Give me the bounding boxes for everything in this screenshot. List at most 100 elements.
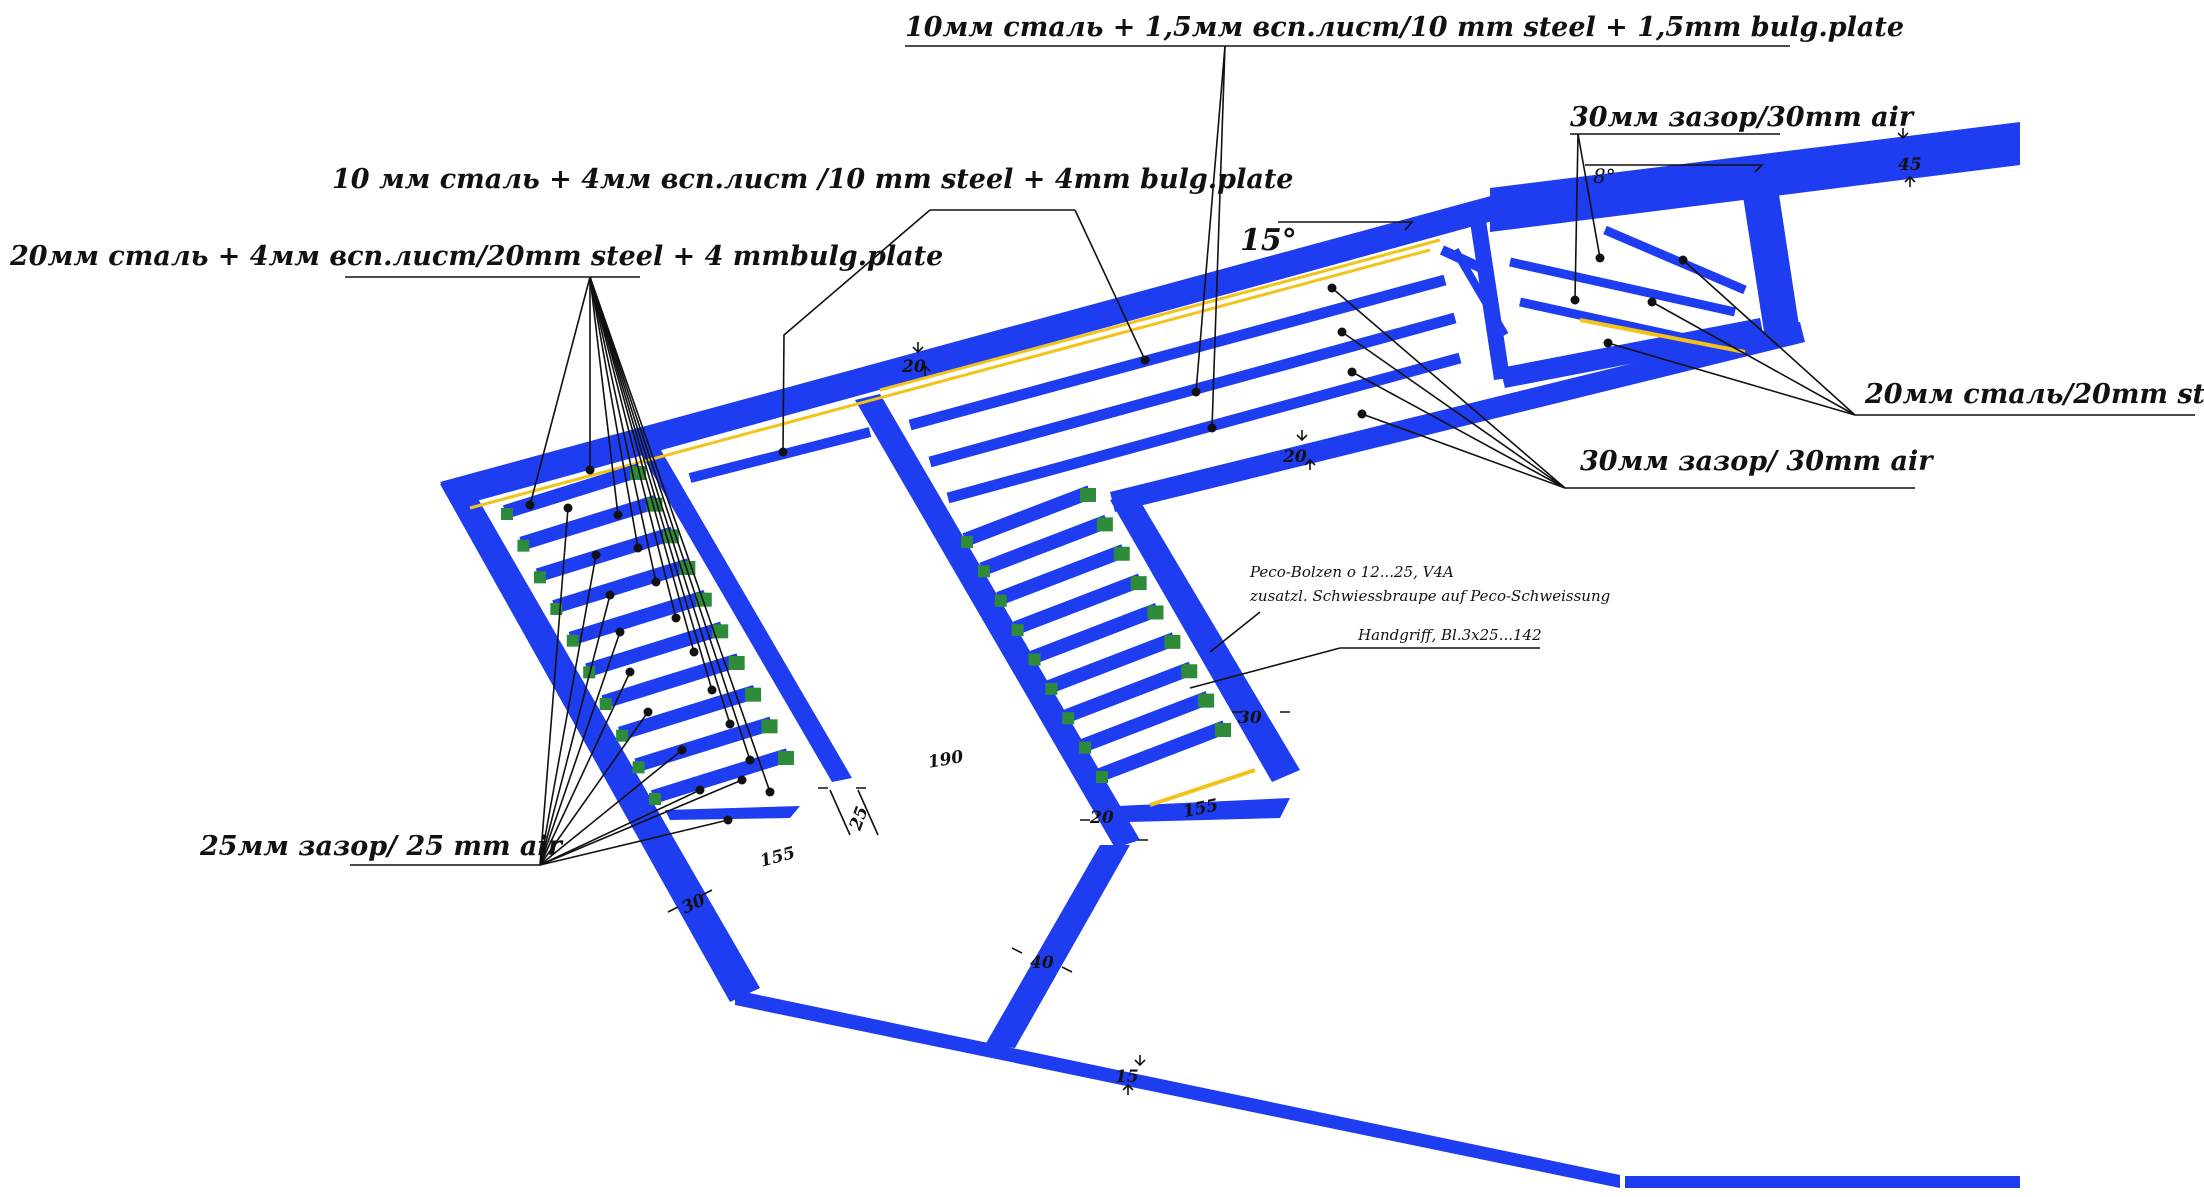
tick-20-bottom	[1080, 819, 1148, 841]
leader-dot	[1357, 409, 1367, 419]
handgriff-leader	[1189, 647, 1341, 689]
left-plate-leader	[589, 276, 657, 583]
tick-20-top	[912, 342, 931, 376]
mid-plate-leader-1	[782, 209, 931, 453]
right-stack-bolt	[1198, 693, 1215, 708]
right-inner-frame-left	[1470, 220, 1510, 380]
left-lamella	[519, 494, 659, 551]
air30-top-leader-2	[1577, 133, 1601, 259]
leader-dot	[1647, 297, 1657, 307]
bulge-top-upper	[879, 238, 1441, 392]
label-top-plate: 10мм сталь + 1,5мм всп.лист/10 mm steel …	[905, 12, 1904, 43]
right-post	[1742, 188, 1800, 338]
leader-dot	[1191, 387, 1201, 397]
left-plate-leader-dot	[651, 577, 661, 587]
right-stack-lamella	[996, 544, 1127, 606]
inner-plate-3	[946, 352, 1462, 504]
mid-plate-leader-2	[1074, 209, 1146, 361]
left-plate-leader	[589, 276, 771, 793]
air25-leader-dot	[695, 785, 705, 795]
air25-leader	[539, 711, 649, 866]
left-bottom-ledge	[665, 806, 800, 820]
left-lamella	[650, 748, 791, 804]
right-stack-bolt	[1096, 771, 1108, 783]
label-angle-15: 15°	[1240, 223, 1297, 258]
air30-mid-leader-4	[1361, 413, 1566, 489]
left-plate-leader-dot	[613, 510, 623, 520]
left-bolt	[745, 687, 762, 702]
right-stack-bolt	[1062, 712, 1075, 725]
left-plate-leader	[589, 276, 619, 516]
air25-leader	[539, 789, 701, 866]
right-inner-frame-bottom	[1500, 318, 1764, 388]
air25-leader-dot	[723, 815, 733, 825]
left-inner-wall	[636, 440, 852, 782]
left-lamella	[634, 716, 774, 773]
air25-leader-dot	[643, 707, 653, 717]
label-angle-8: 8°	[1593, 164, 1616, 188]
left-plate-leader	[529, 276, 591, 506]
right-stack-lamella	[1013, 573, 1144, 635]
right-lamella-3	[1603, 225, 1747, 295]
right-stack-lamella	[1063, 661, 1194, 723]
tick-40	[1011, 947, 1073, 973]
air25-leader	[539, 631, 621, 866]
label-peco-bolt-2: zusatzl. Schwiessbraupe auf Peco-Schweis…	[1249, 587, 1610, 605]
left-bolt	[649, 793, 661, 805]
air25-leader	[539, 671, 631, 866]
left-plate-leader-dot	[525, 500, 535, 510]
label-handgriff: Handgriff, Bl.3x25...142	[1357, 626, 1542, 644]
dim-25: 25	[846, 804, 873, 834]
dim-190: 190	[927, 747, 966, 773]
leader-dot	[1347, 367, 1357, 377]
right-step-ledge	[1118, 798, 1290, 822]
right-bulge-line	[1579, 318, 1746, 354]
steel20-leader-1	[1682, 259, 1856, 416]
air30-mid-leader-2	[1341, 331, 1566, 489]
dim-20-bottom: 20	[1089, 808, 1114, 828]
left-bolt	[566, 634, 579, 647]
left-lamella	[502, 463, 643, 519]
leader-dot	[1603, 338, 1613, 348]
left-plate-leader-dot	[633, 543, 643, 553]
dimension-ticks	[667, 128, 1916, 1095]
left-plate-leader-dot	[689, 647, 699, 657]
left-plate-leader	[589, 276, 713, 691]
right-stack-bolt	[1113, 546, 1130, 561]
right-stack-bolt	[994, 594, 1007, 607]
right-stack-bolt	[977, 565, 990, 578]
tick-45	[1897, 128, 1916, 187]
label-steel20: 20мм сталь/20mm stell	[1864, 379, 2204, 410]
dim-20-mid: 20	[1282, 447, 1307, 467]
right-stack-lamella	[979, 514, 1110, 576]
label-left-plate: 20мм сталь + 4мм всп.лист/20mm steel + 4…	[9, 241, 943, 272]
right-stack-bolt	[1130, 576, 1147, 591]
left-bolt	[533, 571, 546, 584]
left-lamella	[535, 526, 675, 583]
peco-leader	[1209, 611, 1261, 653]
left-plate-leader	[589, 276, 695, 653]
leader-dot	[1140, 355, 1150, 365]
air25-leader-dot	[615, 627, 625, 637]
top-plate-leader-2	[1211, 45, 1226, 429]
tick-20-mid	[1296, 430, 1316, 470]
left-plate-leader-dot	[585, 465, 595, 475]
left-bolt	[599, 698, 612, 710]
left-bolt	[778, 751, 794, 765]
right-lamella-1	[1509, 257, 1736, 317]
air25-leader-dot	[677, 745, 687, 755]
right-stack-bolt	[1011, 624, 1024, 637]
right-stack-bulge	[1149, 768, 1256, 807]
right-step-vertical	[1110, 494, 1300, 782]
right-stack-lamella	[962, 485, 1093, 547]
left-outer-wall	[440, 478, 760, 1002]
left-plate-leader-dot	[745, 755, 755, 765]
left-bolt	[728, 656, 745, 670]
right-stack-bolt	[1164, 634, 1181, 649]
left-bolt	[695, 592, 712, 607]
bottom-plate	[735, 990, 1620, 1188]
air25-leader-dot	[625, 667, 635, 677]
right-stack-lamella	[1097, 720, 1228, 782]
right-stack-bolt	[1045, 682, 1058, 695]
leader-dot	[1570, 295, 1580, 305]
